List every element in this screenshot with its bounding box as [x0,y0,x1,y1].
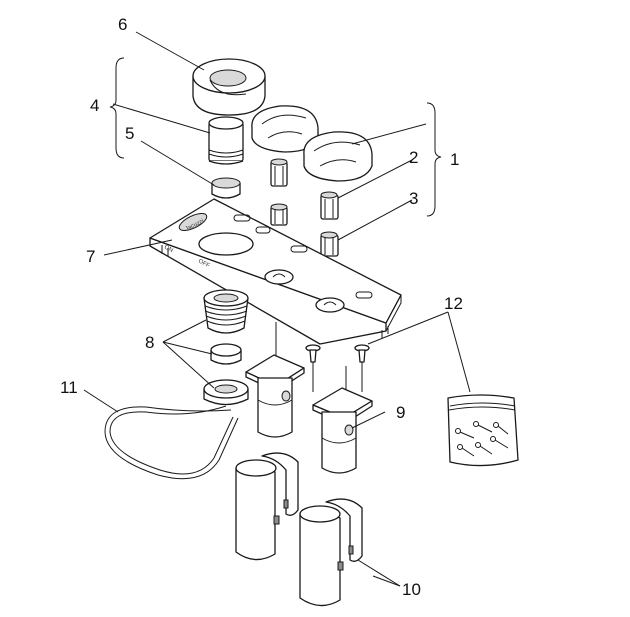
screw-right [354,344,370,392]
cap-part-4 [208,116,244,165]
bracket-part-4 [109,57,125,159]
locknut-part-8 [203,379,249,406]
callout-12: 12 [444,294,463,313]
callout-7: 7 [86,247,95,266]
callout-11: 11 [60,378,78,397]
callout-6: 6 [118,15,127,34]
callout-8: 8 [145,333,154,352]
plate-label-right: OFF [197,258,211,269]
valve-body-left [245,322,305,438]
faceplate-part-7: Jacuzzi ON OFF [149,198,402,345]
callout-1: 1 [450,150,459,169]
sleeve-left [235,452,299,561]
callout-4: 4 [90,96,99,115]
knob-right [303,131,373,182]
leader-lines [83,31,471,587]
adapter-part-3 [320,231,339,257]
callout-5: 5 [125,124,134,143]
threaded-nut-part-8 [203,289,249,334]
adapter-upper-left [270,158,288,187]
screw-left [305,344,321,392]
adapter-lower-left [270,203,288,226]
sleeve-part-10 [299,498,363,607]
knob-left [251,105,319,153]
callout-2: 2 [409,148,418,167]
callout-3: 3 [409,189,418,208]
air-hose-part-11 [104,405,239,480]
bracket-part-1 [426,102,442,217]
ring-part-6 [192,58,266,116]
hardware-bag-part-12 [447,394,519,467]
callout-9: 9 [396,403,405,422]
adapter-part-2 [320,191,339,220]
washer-part-8 [210,343,242,365]
plug-part-5 [211,177,241,199]
callout-10: 10 [402,580,421,599]
valve-body-part-9 [312,366,373,474]
